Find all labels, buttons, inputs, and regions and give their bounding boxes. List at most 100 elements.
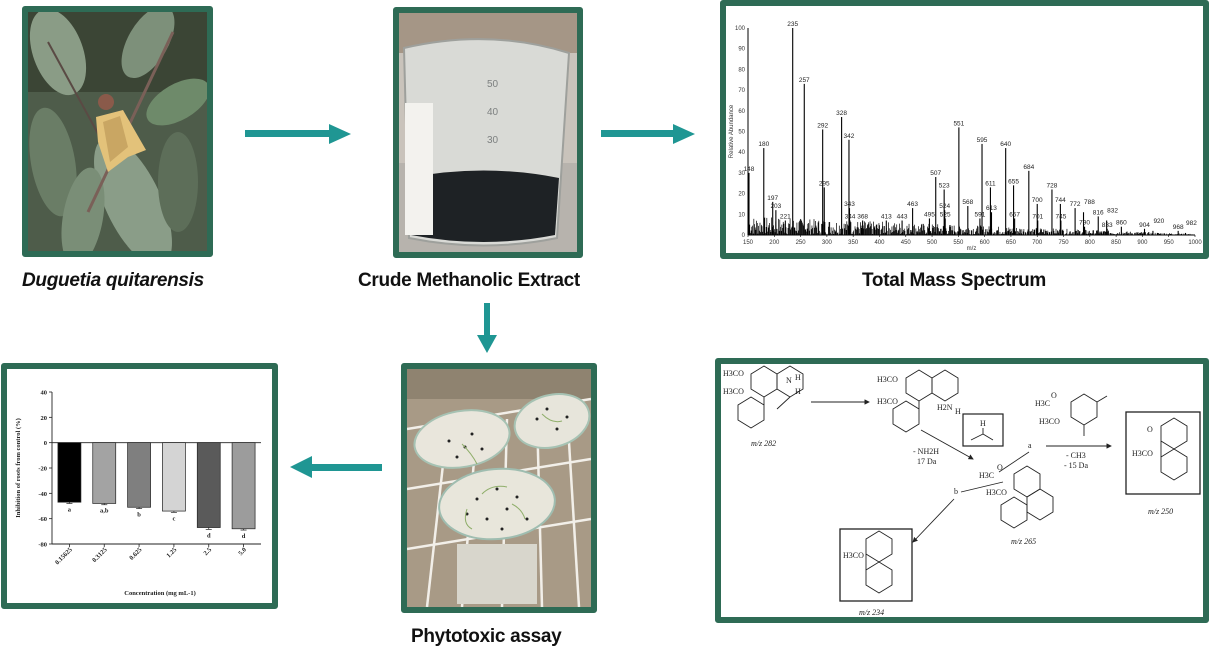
- peak-label: 551: [953, 120, 964, 127]
- x-tick-label: 0.3125: [91, 546, 109, 564]
- y-tick-label: 90: [738, 47, 745, 53]
- y-tick-label: 20: [738, 192, 745, 198]
- label-h: H: [795, 387, 801, 396]
- significance-label: d: [207, 532, 211, 539]
- peak-label: 655: [1008, 178, 1019, 185]
- label-n: N: [786, 376, 792, 385]
- peak-label: 833: [1102, 222, 1113, 229]
- molecule-265: [1000, 465, 1054, 529]
- label-h3c: H3C: [979, 471, 994, 480]
- peak-label: 595: [977, 137, 988, 144]
- beaker-mark-30: 30: [487, 135, 499, 146]
- y-tick-label: 30: [738, 171, 745, 177]
- y-tick-label: 0: [44, 440, 47, 447]
- peak-label: 568: [962, 199, 973, 206]
- peak-label: 772: [1070, 201, 1081, 208]
- peak-label: 180: [758, 141, 769, 148]
- peak-label: 343: [844, 201, 855, 208]
- x-tick-label: 300: [822, 240, 833, 246]
- peak-label: 613: [986, 205, 997, 212]
- label-h: H: [795, 373, 801, 382]
- x-tick-label: 500: [927, 240, 938, 246]
- peak-label: 525: [940, 211, 951, 218]
- peak-label: 816: [1093, 209, 1104, 216]
- bar: [231, 442, 256, 530]
- peak-label: 197: [767, 195, 778, 202]
- peak-label: 684: [1023, 164, 1034, 171]
- plant-photo-frame: [22, 6, 213, 257]
- x-tick-label: 650: [1006, 240, 1017, 246]
- x-tick-label: 400: [874, 240, 885, 246]
- peak-label: 657: [1009, 211, 1020, 218]
- x-tick-label: 600: [980, 240, 991, 246]
- peak-label: 832: [1107, 208, 1118, 215]
- x-tick-label: 850: [1111, 240, 1122, 246]
- x-tick-label: 5.0: [237, 546, 248, 557]
- peak-label: 221: [780, 214, 791, 221]
- label-loss-ch3: - CH3: [1066, 451, 1086, 460]
- label-path-b: b: [954, 487, 958, 496]
- label-mz-265: m/z 265: [1011, 537, 1036, 546]
- label-h3c: H3C: [1035, 399, 1050, 408]
- significance-label: c: [172, 515, 175, 522]
- bar: [57, 442, 82, 503]
- x-tick-label: 1000: [1188, 240, 1202, 246]
- label-h3co: H3CO: [1039, 417, 1060, 426]
- peak-label: 368: [857, 214, 868, 221]
- x-axis-label: m/z: [967, 246, 977, 252]
- label-mz-250: m/z 250: [1148, 507, 1173, 516]
- beaker-mark-50: 50: [487, 79, 499, 90]
- label-o: O: [1051, 391, 1057, 400]
- x-tick-label: 950: [1164, 240, 1175, 246]
- beaker-mark-40: 40: [487, 107, 499, 118]
- x-tick-label: 700: [1032, 240, 1043, 246]
- label-h: H: [980, 419, 986, 428]
- assay-photo: [407, 369, 591, 607]
- assay-caption: Phytotoxic assay: [411, 626, 562, 647]
- peak-label: 463: [907, 201, 918, 208]
- arrow-diagonal-icon: [920, 429, 974, 460]
- molecule-282: [737, 365, 804, 429]
- molecule-234: [865, 530, 893, 594]
- peak-label: 257: [799, 77, 810, 84]
- label-mz-282: m/z 282: [751, 439, 776, 448]
- x-tick-label: 2.5: [202, 546, 213, 557]
- x-tick-label: 0.625: [128, 546, 144, 562]
- peak-label: 860: [1116, 220, 1127, 227]
- extract-photo: 50 40 30: [399, 13, 577, 252]
- peak-label: 344: [845, 214, 856, 221]
- peak-label: 728: [1047, 182, 1058, 189]
- y-tick-label: -20: [38, 466, 47, 473]
- label-h3co: H3CO: [877, 397, 898, 406]
- peak-label: 342: [844, 133, 855, 140]
- x-tick-label: 900: [1137, 240, 1148, 246]
- molecule-fragment-a: [1070, 393, 1108, 436]
- y-tick-label: 60: [738, 109, 745, 115]
- peak-label: 292: [817, 122, 828, 129]
- y-tick-label: 80: [738, 67, 745, 73]
- y-tick-label: 10: [738, 212, 745, 218]
- peak-label: 524: [939, 203, 950, 210]
- product-box-250: [1125, 411, 1201, 495]
- product-box-234: [839, 528, 913, 602]
- peak-label: 443: [897, 214, 908, 221]
- extract-photo-frame: 50 40 30: [393, 7, 583, 258]
- label-h3co: H3CO: [723, 369, 744, 378]
- peak-label: 744: [1055, 197, 1066, 204]
- fragmentation-scheme: H3CO H3CO N H H m/z 282 H3CO H3CO H2N H …: [723, 365, 1201, 617]
- significance-label: a: [68, 506, 72, 513]
- y-tick-label: 40: [41, 390, 48, 397]
- peak-label: 203: [770, 203, 781, 210]
- label-loss-nh3: - NH2H: [913, 447, 939, 456]
- x-tick-label: 800: [1085, 240, 1096, 246]
- significance-label: a,b: [100, 508, 109, 515]
- molecule-intermediate: [892, 369, 959, 433]
- peak-label: 413: [881, 214, 892, 221]
- y-tick-label: 20: [41, 415, 48, 422]
- y-axis-label: Inhibition of roots from control (%): [15, 418, 22, 518]
- y-tick-label: 70: [738, 88, 745, 94]
- x-tick-label: 550: [953, 240, 964, 246]
- peak-label: 982: [1186, 220, 1197, 227]
- peak-label: 523: [939, 182, 950, 189]
